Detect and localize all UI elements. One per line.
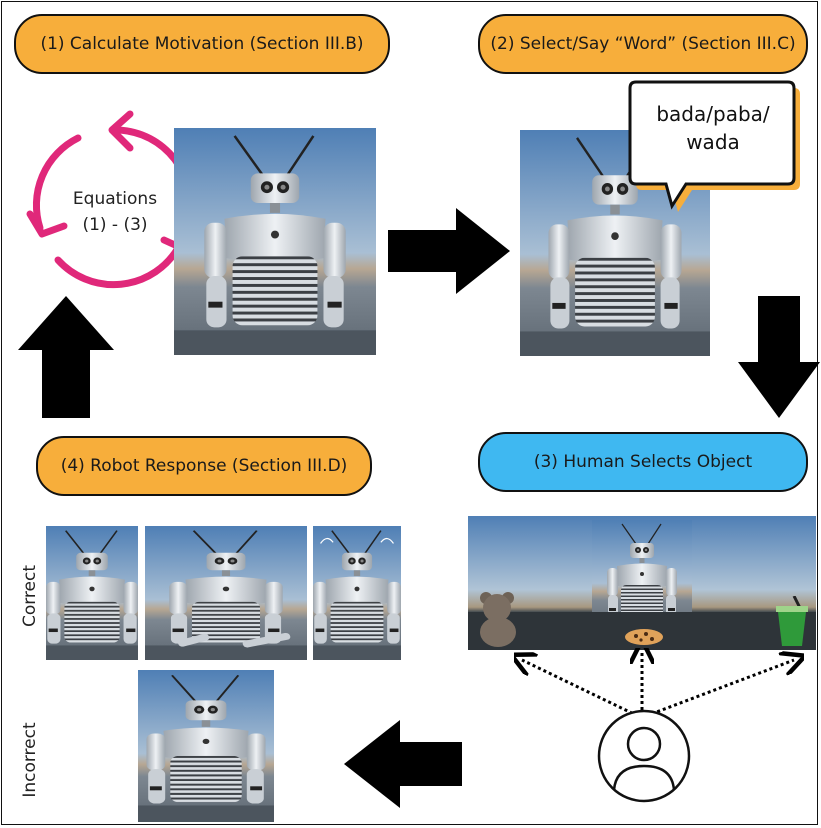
correct-response-image-1 xyxy=(46,526,138,660)
equations-line2: (1) - (3) xyxy=(82,215,148,235)
cup-icon xyxy=(776,596,808,646)
step1-pill: (1) Calculate Motivation (Section III.B) xyxy=(14,14,390,74)
equations-line1: Equations xyxy=(72,189,158,209)
step4-label: (4) Robot Response (Section III.D) xyxy=(60,456,348,476)
incorrect-response-image xyxy=(138,670,274,822)
step4-pill: (4) Robot Response (Section III.D) xyxy=(36,436,372,496)
step2-pill: (2) Select/Say “Word” (Section III.C) xyxy=(478,14,808,74)
step3-label: (3) Human Selects Object xyxy=(533,452,753,472)
equations-label: Equations (1) - (3) xyxy=(52,186,178,238)
cookie-icon xyxy=(625,629,663,645)
correct-response-image-3 xyxy=(313,526,401,660)
selection-arrows xyxy=(514,648,804,718)
arrow-down-icon xyxy=(738,296,820,418)
speech-line2: wada xyxy=(686,130,740,154)
correct-response-image-2 xyxy=(145,526,307,660)
arrow-up-icon xyxy=(18,296,114,418)
step1-label: (1) Calculate Motivation (Section III.B) xyxy=(40,34,364,54)
robot-image-step1 xyxy=(174,128,376,355)
correct-label: Correct xyxy=(20,564,40,628)
arrow-left-icon xyxy=(344,720,462,808)
teddy-bear-icon xyxy=(480,592,516,647)
incorrect-label: Incorrect xyxy=(20,722,40,798)
step3-pill: (3) Human Selects Object xyxy=(478,432,808,492)
speech-bubble-text: bada/paba/ wada xyxy=(640,100,786,156)
step2-label: (2) Select/Say “Word” (Section III.C) xyxy=(490,34,796,54)
speech-line1: bada/paba/ xyxy=(656,102,770,126)
arrow-right-icon xyxy=(388,208,510,294)
speech-bubble-icon xyxy=(628,80,800,212)
user-avatar-icon xyxy=(597,709,691,803)
